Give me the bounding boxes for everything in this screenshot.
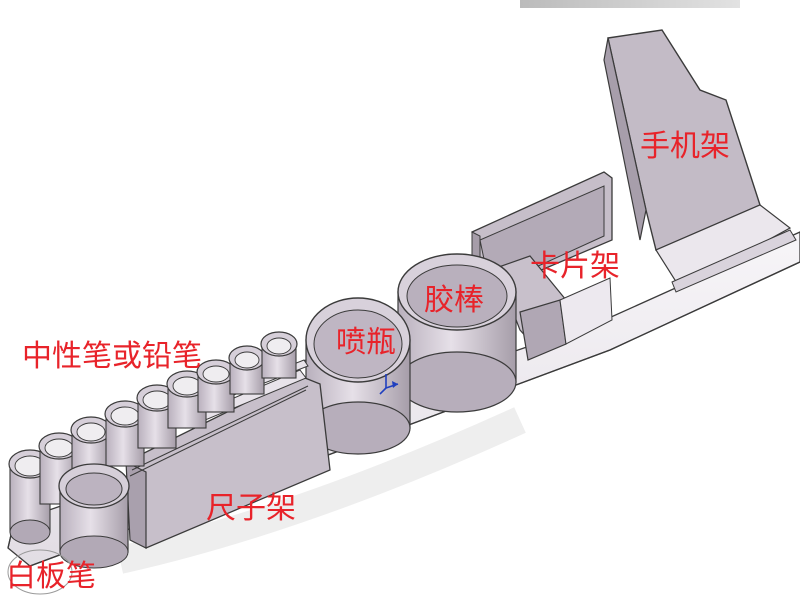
label-card-holder: 卡片架 <box>530 249 620 284</box>
label-gel-pen-or-pencil: 中性笔或铅笔 <box>22 339 202 374</box>
label-spray-bottle: 喷瓶 <box>336 325 396 360</box>
pen-tube <box>136 384 178 449</box>
glue-stick-holder[interactable] <box>397 253 517 413</box>
pen-tube <box>228 345 266 395</box>
label-whiteboard-marker: 白板笔 <box>6 559 96 594</box>
spray-bottle-holder[interactable] <box>305 297 411 455</box>
label-phone-holder: 手机架 <box>640 129 730 164</box>
phone-holder-part[interactable] <box>603 29 797 293</box>
pen-tubes[interactable] <box>8 331 298 545</box>
pen-tube <box>104 400 146 467</box>
pen-tube <box>260 331 298 379</box>
pen-tube <box>166 370 208 429</box>
pen-tube <box>196 359 236 413</box>
label-ruler-holder: 尺子架 <box>206 491 296 526</box>
whiteboard-marker-holder[interactable] <box>7 463 130 595</box>
label-glue-stick: 胶棒 <box>424 283 484 318</box>
toolbar-hint <box>520 0 740 8</box>
coordinate-triad-icon <box>379 374 399 395</box>
